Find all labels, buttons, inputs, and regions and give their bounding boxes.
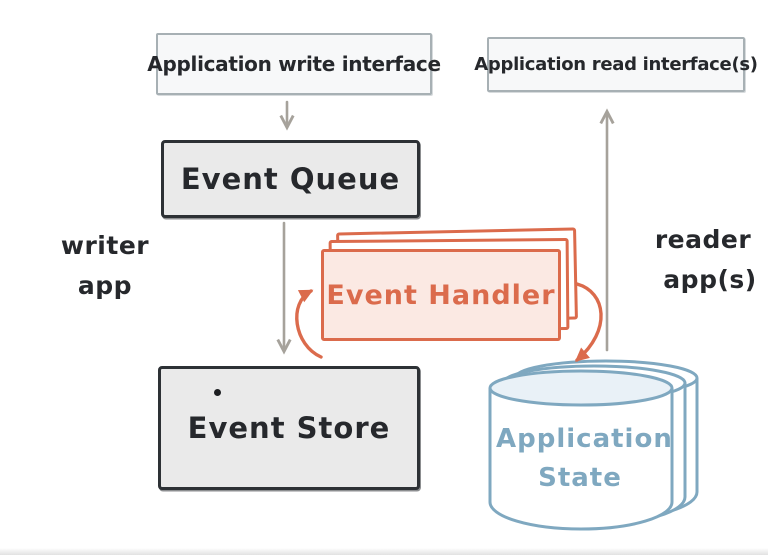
event-store-label: Event Store <box>187 411 391 445</box>
read-interface-box: Application read interface(s) <box>474 37 758 92</box>
event-store-box: Event Store <box>158 366 420 490</box>
reader-app-line1: reader <box>654 225 752 254</box>
event-handler-card: Event Handler <box>321 249 561 341</box>
event-queue-label: Event Queue <box>180 162 401 196</box>
application-state-cylinder <box>488 359 699 531</box>
arrow-handler-to-state <box>574 282 603 362</box>
application-state-label: Application State <box>496 420 673 498</box>
read-interface-label: Application read interface(s) <box>474 54 758 75</box>
reader-app-label: reader app(s) <box>636 220 768 300</box>
event-queue-box: Event Queue <box>161 140 420 218</box>
event-store-dot <box>214 389 221 396</box>
arrow-store-to-handler <box>295 289 323 359</box>
write-interface-box: Application write interface <box>147 33 441 95</box>
event-handler-stack: Event Handler <box>315 227 591 346</box>
bottom-edge-shadow <box>0 548 768 555</box>
application-state-line2: State <box>538 463 622 493</box>
write-interface-label: Application write interface <box>147 52 441 76</box>
reader-app-line2: app(s) <box>663 265 757 294</box>
writer-app-line1: writer <box>60 231 150 260</box>
event-handler-label: Event Handler <box>326 279 556 311</box>
cylinder-front <box>488 369 674 531</box>
writer-app-line2: app <box>77 271 133 300</box>
application-state-line1: Application <box>496 424 673 454</box>
writer-app-label: writer app <box>50 226 160 306</box>
